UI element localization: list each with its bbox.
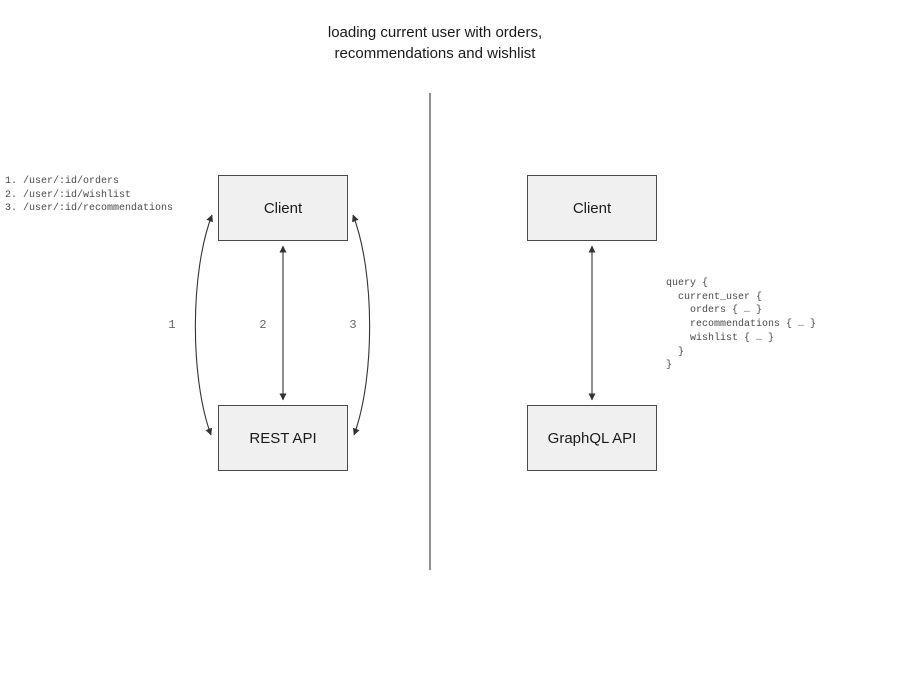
graphql-query-code: query { current_user { orders { … } reco… xyxy=(666,278,817,372)
graphql-api-label: GraphQL API xyxy=(547,429,637,447)
rest-arrow-1 xyxy=(194,214,213,436)
rest-arrow-label-2: 2 xyxy=(259,318,267,332)
rest-api-label: REST API xyxy=(249,429,317,447)
graphql-api-node: GraphQL API xyxy=(527,405,657,471)
rest-client-label: Client xyxy=(263,199,303,217)
rest-arrow-label-3: 3 xyxy=(349,318,357,332)
rest-api-node: REST API xyxy=(218,405,348,471)
diagram-title: loading current user with orders, recomm… xyxy=(327,24,543,62)
graphql-client-label: Client xyxy=(572,199,612,217)
rest-arrow-3 xyxy=(352,214,371,436)
rest-endpoints-list: 1. /user/:id/orders 2. /user/:id/wishlis… xyxy=(5,176,174,215)
rest-arrow-label-1: 1 xyxy=(168,318,176,332)
graphql-client-node: Client xyxy=(527,175,657,241)
rest-client-node: Client xyxy=(218,175,348,241)
